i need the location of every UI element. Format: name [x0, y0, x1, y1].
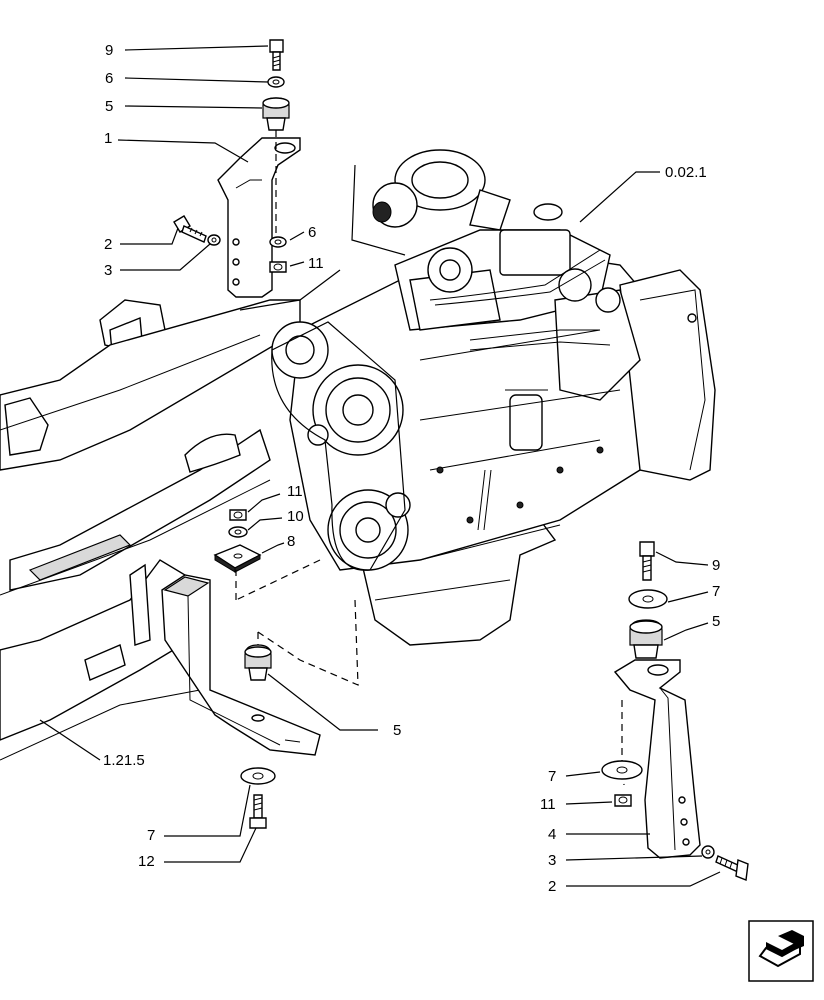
callout-11-bottom-right: 11	[540, 796, 556, 813]
callout-2-bottom-right: 2	[548, 878, 556, 895]
callout-4: 4	[548, 826, 556, 843]
callout-9-right: 9	[712, 557, 720, 574]
callout-5-right: 5	[712, 613, 720, 630]
right-mount-group	[601, 541, 749, 881]
left-mount-bracket	[161, 574, 321, 756]
next-page-arrow-icon	[748, 920, 814, 982]
callout-9-top: 9	[105, 42, 113, 59]
next-page-button[interactable]	[748, 920, 814, 982]
callout-7-bottom-right: 7	[548, 768, 556, 785]
callout-2-left: 2	[104, 236, 112, 253]
leader-lines	[39, 45, 721, 887]
callout-6-top: 6	[105, 70, 113, 87]
callout-labels: 9 6 5 1 2 3 6 11 0.02.1 11 10 8 9 7 5 5 …	[103, 42, 720, 895]
callout-12: 12	[138, 853, 155, 870]
center-mount-group	[213, 509, 359, 829]
callout-1: 1	[104, 130, 112, 147]
callout-10: 10	[287, 508, 304, 525]
callout-7-right: 7	[712, 583, 720, 600]
callout-7-bottom-left: 7	[147, 827, 155, 844]
callout-0-02-1: 0.02.1	[665, 164, 707, 181]
callout-3-left: 3	[104, 262, 112, 279]
engine-assembly	[271, 149, 716, 646]
callout-8: 8	[287, 533, 295, 550]
callout-5-top: 5	[105, 98, 113, 115]
callout-11-center: 11	[287, 483, 303, 500]
callout-11-mid: 11	[308, 255, 324, 272]
frame-rail	[0, 299, 301, 761]
callout-6-mid: 6	[308, 224, 316, 241]
callout-3-bottom-right: 3	[548, 852, 556, 869]
callout-1-21-5: 1.21.5	[103, 752, 145, 769]
callout-5-bottom: 5	[393, 722, 401, 739]
